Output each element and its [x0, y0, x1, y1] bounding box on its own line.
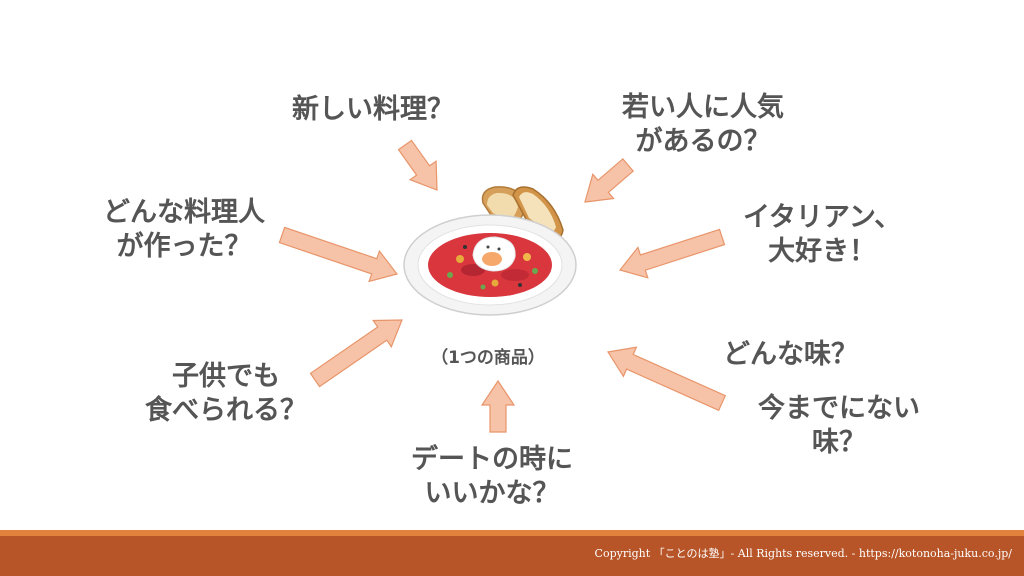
arrow-taste [607, 346, 727, 412]
label-line: どんな味？ [723, 339, 858, 370]
label-line: 今までにない [758, 393, 920, 424]
label-line: が作った？ [116, 231, 252, 262]
arrow-date [480, 379, 516, 433]
label-children-can-eat: 子供でも 食べられる？ [145, 360, 307, 428]
arrow-new-dish [397, 139, 438, 191]
bread-icon [481, 186, 564, 241]
label-line: 食べられる？ [145, 395, 307, 426]
label-line: 味？ [812, 427, 866, 458]
copyright-text: Copyright 「ことのは塾」- All Rights reserved. … [594, 547, 1012, 560]
label-line: イタリアン、 [743, 202, 902, 233]
label-what-taste: どんな味？ [723, 338, 858, 372]
label-popular-with-young: 若い人に人気 があるの？ [622, 91, 784, 159]
dish-illustration-icon [403, 186, 577, 316]
arrow-children [309, 319, 403, 388]
center-caption: （1つの商品） [431, 348, 545, 368]
label-line: 大好き！ [768, 236, 877, 267]
label-which-chef: どんな料理人 が作った？ [103, 196, 265, 264]
arrow-popular [584, 158, 635, 203]
footer-stripe [0, 530, 1024, 536]
arrows-layer [278, 139, 727, 433]
label-line: 若い人に人気 [622, 92, 784, 123]
label-love-italian: イタリアン、 大好き！ [743, 201, 901, 269]
label-line: 新しい料理？ [292, 94, 454, 125]
label-new-dish: 新しい料理？ [292, 93, 454, 127]
label-line: があるの？ [635, 126, 771, 157]
label-line: いいかな？ [424, 478, 560, 509]
arrow-chef [278, 226, 399, 283]
label-line: デートの時に [411, 444, 573, 475]
footer-band [0, 536, 1024, 576]
label-good-for-date: デートの時に いいかな？ [411, 443, 573, 511]
label-line: 子供でも [172, 361, 280, 392]
label-line: どんな料理人 [103, 197, 265, 228]
arrow-italian [618, 228, 726, 279]
label-unprecedented-taste: 今までにない 味？ [758, 392, 920, 460]
